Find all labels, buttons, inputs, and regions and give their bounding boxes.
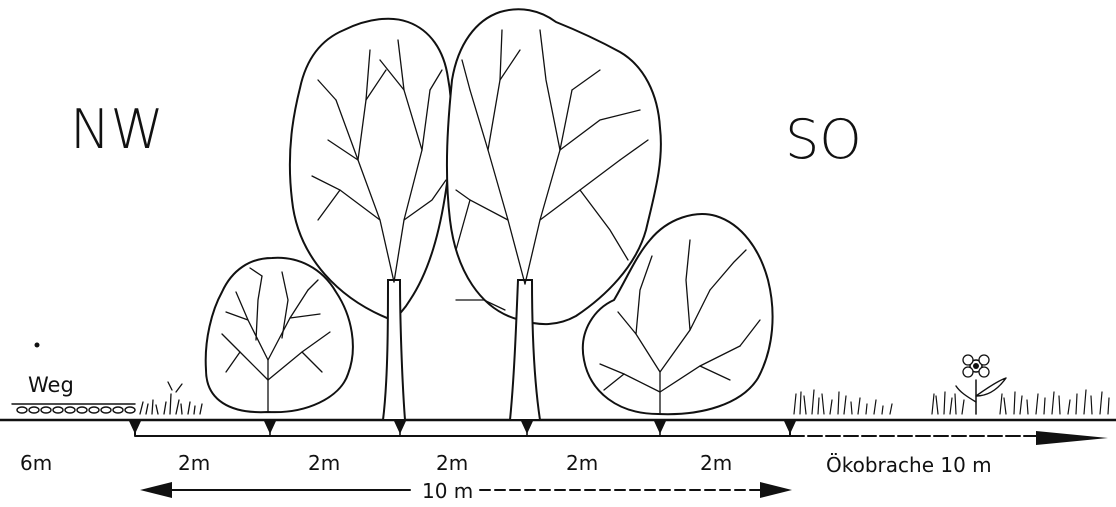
segment-label-1: 2m xyxy=(178,451,210,475)
ink-speck xyxy=(35,343,40,348)
fallow-vegetation xyxy=(794,390,1109,414)
total-width-label: 10 m xyxy=(422,479,473,502)
direction-so-label: SO xyxy=(785,108,862,171)
path-gravel-symbol xyxy=(12,404,135,413)
segment-label-4: 2m xyxy=(566,451,598,475)
segment-label-2: 2m xyxy=(308,451,340,475)
direction-nw-label: NW xyxy=(70,98,164,161)
segment-bracket xyxy=(135,420,790,436)
planting-markers xyxy=(129,421,796,434)
segment-label-5: 2m xyxy=(700,451,732,475)
ground-vegetation-left xyxy=(140,382,202,414)
segment-dividers xyxy=(270,420,660,436)
segment-label-3: 2m xyxy=(436,451,468,475)
fallow-arrow-head xyxy=(1036,431,1108,445)
fallow-label: Ökobrache 10 m xyxy=(826,453,992,477)
path-label: Weg xyxy=(28,373,74,397)
path-width-label: 6m xyxy=(20,451,52,475)
